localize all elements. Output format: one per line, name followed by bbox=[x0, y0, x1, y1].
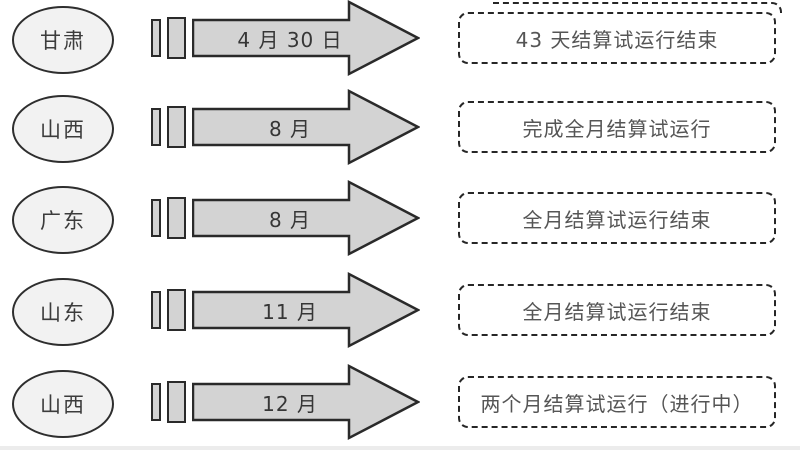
large-bar-icon bbox=[167, 289, 186, 331]
large-bar-icon bbox=[167, 197, 186, 239]
arrow-shape-icon bbox=[192, 179, 420, 257]
bottom-edge-strip bbox=[0, 446, 800, 450]
province-ellipse: 山西 bbox=[12, 370, 114, 438]
small-bar-icon bbox=[151, 383, 161, 421]
arrow-date-label: 4 月 30 日 bbox=[237, 27, 343, 52]
timeline-row: 广东 8 月 全月结算试运行结束 bbox=[0, 178, 800, 258]
province-label: 山西 bbox=[40, 393, 86, 417]
cropped-dashed-box-remnant bbox=[493, 2, 782, 15]
timeline-arrow: 8 月 bbox=[192, 87, 420, 167]
arrow-shape-icon bbox=[192, 271, 420, 349]
small-bar-icon bbox=[151, 19, 161, 57]
province-label: 山西 bbox=[40, 118, 86, 142]
timeline-row: 甘肃 4 月 30 日 43 天结算试运行结束 bbox=[0, 0, 800, 78]
small-bar-icon bbox=[151, 108, 161, 146]
arrow-date-label: 11 月 bbox=[262, 299, 318, 324]
status-text: 完成全月结算试运行 bbox=[522, 116, 712, 141]
timeline-arrow: 4 月 30 日 bbox=[192, 0, 420, 78]
status-box: 43 天结算试运行结束 bbox=[458, 12, 776, 64]
timeline-row: 山东 11 月 全月结算试运行结束 bbox=[0, 270, 800, 350]
province-ellipse: 山东 bbox=[12, 278, 114, 346]
timeline-arrow: 8 月 bbox=[192, 178, 420, 258]
arrow-shape-icon bbox=[192, 363, 420, 441]
status-box: 全月结算试运行结束 bbox=[458, 284, 776, 336]
status-text: 43 天结算试运行结束 bbox=[515, 27, 719, 52]
status-text: 全月结算试运行结束 bbox=[522, 299, 712, 324]
timeline-row: 山西 12 月 两个月结算试运行（进行中） bbox=[0, 362, 800, 442]
arrow-shape-icon bbox=[192, 88, 420, 166]
arrow-date-label: 8 月 bbox=[268, 207, 312, 232]
timeline-row: 山西 8 月 完成全月结算试运行 bbox=[0, 87, 800, 167]
province-label: 广东 bbox=[40, 209, 86, 233]
large-bar-icon bbox=[167, 106, 186, 148]
small-bar-icon bbox=[151, 291, 161, 329]
arrow-date-label: 8 月 bbox=[268, 116, 312, 141]
province-ellipse: 山西 bbox=[12, 95, 114, 163]
large-bar-icon bbox=[167, 17, 186, 59]
province-label: 山东 bbox=[40, 301, 86, 325]
large-bar-icon bbox=[167, 381, 186, 423]
timeline-arrow: 12 月 bbox=[192, 362, 420, 442]
arrow-date-label: 12 月 bbox=[262, 391, 318, 416]
status-box: 完成全月结算试运行 bbox=[458, 101, 776, 153]
arrow-shape-icon bbox=[192, 0, 420, 77]
province-label: 甘肃 bbox=[40, 29, 86, 53]
small-bar-icon bbox=[151, 199, 161, 237]
status-box: 全月结算试运行结束 bbox=[458, 192, 776, 244]
province-ellipse: 广东 bbox=[12, 186, 114, 254]
status-box: 两个月结算试运行（进行中） bbox=[458, 376, 776, 428]
status-text: 两个月结算试运行（进行中） bbox=[480, 391, 754, 416]
timeline-arrow: 11 月 bbox=[192, 270, 420, 350]
status-text: 全月结算试运行结束 bbox=[522, 207, 712, 232]
province-ellipse: 甘肃 bbox=[12, 6, 114, 74]
